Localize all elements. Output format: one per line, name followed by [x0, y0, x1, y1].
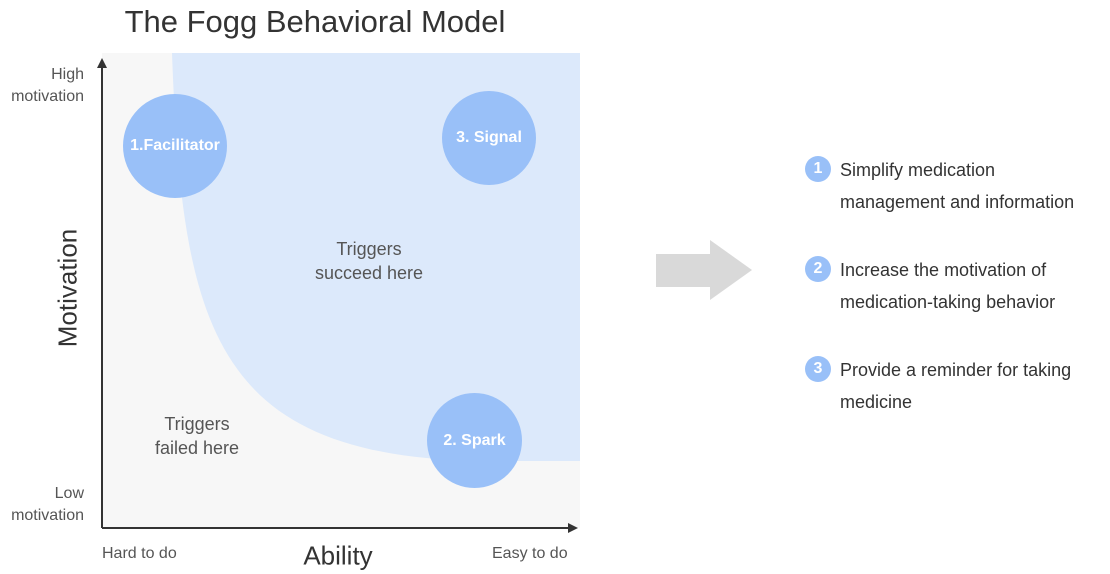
- failure-region-label-line1: Triggers: [164, 414, 230, 434]
- y-axis-low-label-line1: Low: [54, 485, 84, 502]
- y-axis-high-label-line2: motivation: [11, 88, 84, 105]
- y-axis-low-label: Low motivation: [8, 483, 84, 527]
- failure-region-label-line2: failed here: [154, 438, 240, 458]
- strategy-text-line2: medicine: [840, 392, 913, 412]
- y-axis-low-label-line2: motivation: [11, 507, 84, 524]
- strategy-text-line1: Provide a reminder for taking: [840, 360, 1072, 380]
- success-region-label-line1: Triggers: [336, 239, 402, 259]
- strategy-number-badge: 3: [805, 356, 831, 382]
- diagram-title: The Fogg Behavioral Model: [124, 4, 506, 39]
- strategy-text-line2: management and information: [840, 192, 1075, 212]
- x-axis-title: Ability: [303, 540, 373, 571]
- y-axis-title: Motivation: [52, 228, 83, 348]
- x-axis-low-label: Hard to do: [102, 545, 177, 562]
- spark-trigger-circle: 2. Spark: [427, 393, 522, 488]
- strategy-text-line2: medication-taking behavior: [840, 292, 1056, 312]
- success-region-label-line2: succeed here: [314, 263, 424, 283]
- y-axis-high-label: High motivation: [8, 64, 84, 108]
- strategy-text: Increase the motivation of medication-ta…: [840, 254, 1055, 318]
- strategy-text-line1: Simplify medication: [840, 160, 996, 180]
- facilitator-trigger-circle: 1.Facilitator: [123, 94, 227, 198]
- strategy-number-badge: 2: [805, 256, 831, 282]
- success-region-label: Triggers succeed here: [315, 237, 423, 285]
- y-axis-high-label-line1: High: [51, 66, 84, 83]
- strategy-text: Provide a reminder for taking medicine: [840, 354, 1071, 418]
- failure-region-label: Triggers failed here: [155, 412, 239, 460]
- x-axis-high-label: Easy to do: [492, 545, 568, 562]
- transition-arrow: [656, 240, 752, 300]
- strategy-text: Simplify medication management and infor…: [840, 154, 1074, 218]
- strategy-text-line1: Increase the motivation of: [840, 260, 1047, 280]
- strategy-number-badge: 1: [805, 156, 831, 182]
- signal-trigger-circle: 3. Signal: [442, 91, 536, 185]
